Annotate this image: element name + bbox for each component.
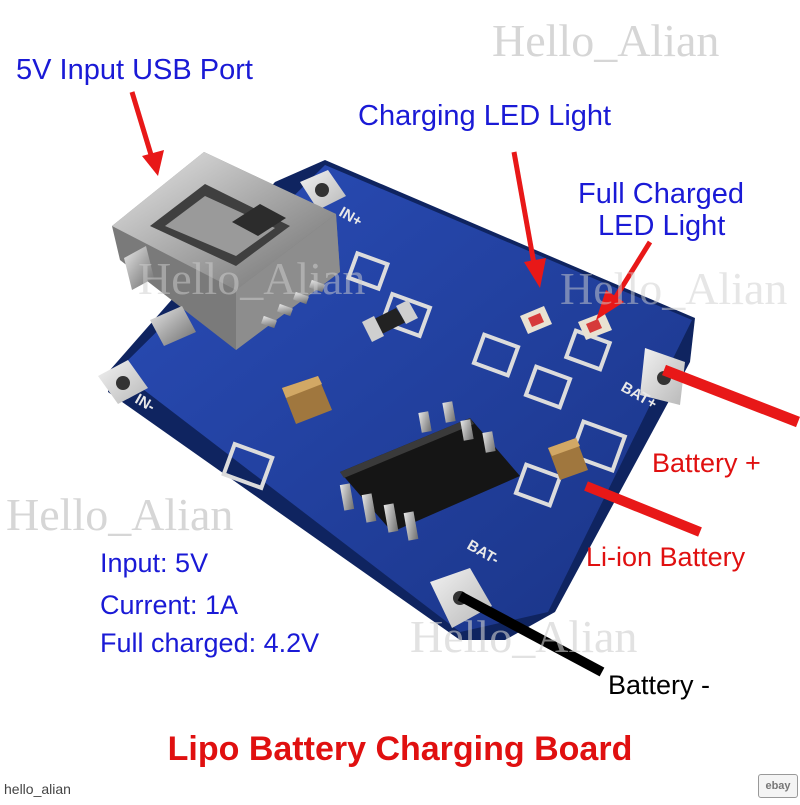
site-logo: ebay xyxy=(758,774,798,798)
watermark: Hello_Alian xyxy=(6,489,234,540)
capacitors xyxy=(282,376,588,480)
spec-full-charged: Full charged: 4.2V xyxy=(100,628,320,658)
full-charged-led-label-line1: Full Charged xyxy=(578,178,745,210)
battery-minus-label: Battery - xyxy=(608,670,711,700)
li-ion-wire xyxy=(584,481,702,537)
ic-chip xyxy=(339,401,520,541)
charging-led-arrow xyxy=(511,151,546,288)
resistor xyxy=(362,300,418,342)
usb-port-label: 5V Input USB Port xyxy=(16,54,253,86)
watermark: Hello_Alian xyxy=(560,263,788,314)
watermark: Hello_Alian xyxy=(492,15,720,66)
spec-input: Input: 5V xyxy=(100,548,209,578)
leds xyxy=(520,306,612,340)
full-charged-led-label-line2: LED Light xyxy=(598,210,726,242)
callout-arrows xyxy=(129,91,800,677)
full-led-arrow xyxy=(596,240,653,320)
usb-arrow xyxy=(129,91,164,176)
battery-minus-wire xyxy=(457,591,605,677)
credit-text: hello_alian xyxy=(4,781,71,797)
battery-plus-wire xyxy=(662,364,800,428)
watermark: Hello_Alian xyxy=(410,611,638,662)
corner-pads xyxy=(98,170,685,628)
usb-connector xyxy=(112,152,340,350)
watermark: Hello_Alian xyxy=(138,253,366,304)
spec-current: Current: 1A xyxy=(100,590,239,620)
charging-led-label: Charging LED Light xyxy=(358,100,612,132)
battery-plus-label: Battery + xyxy=(652,448,761,478)
page-title: Lipo Battery Charging Board xyxy=(167,730,633,768)
li-ion-battery-label: Li-ion Battery xyxy=(586,542,746,572)
